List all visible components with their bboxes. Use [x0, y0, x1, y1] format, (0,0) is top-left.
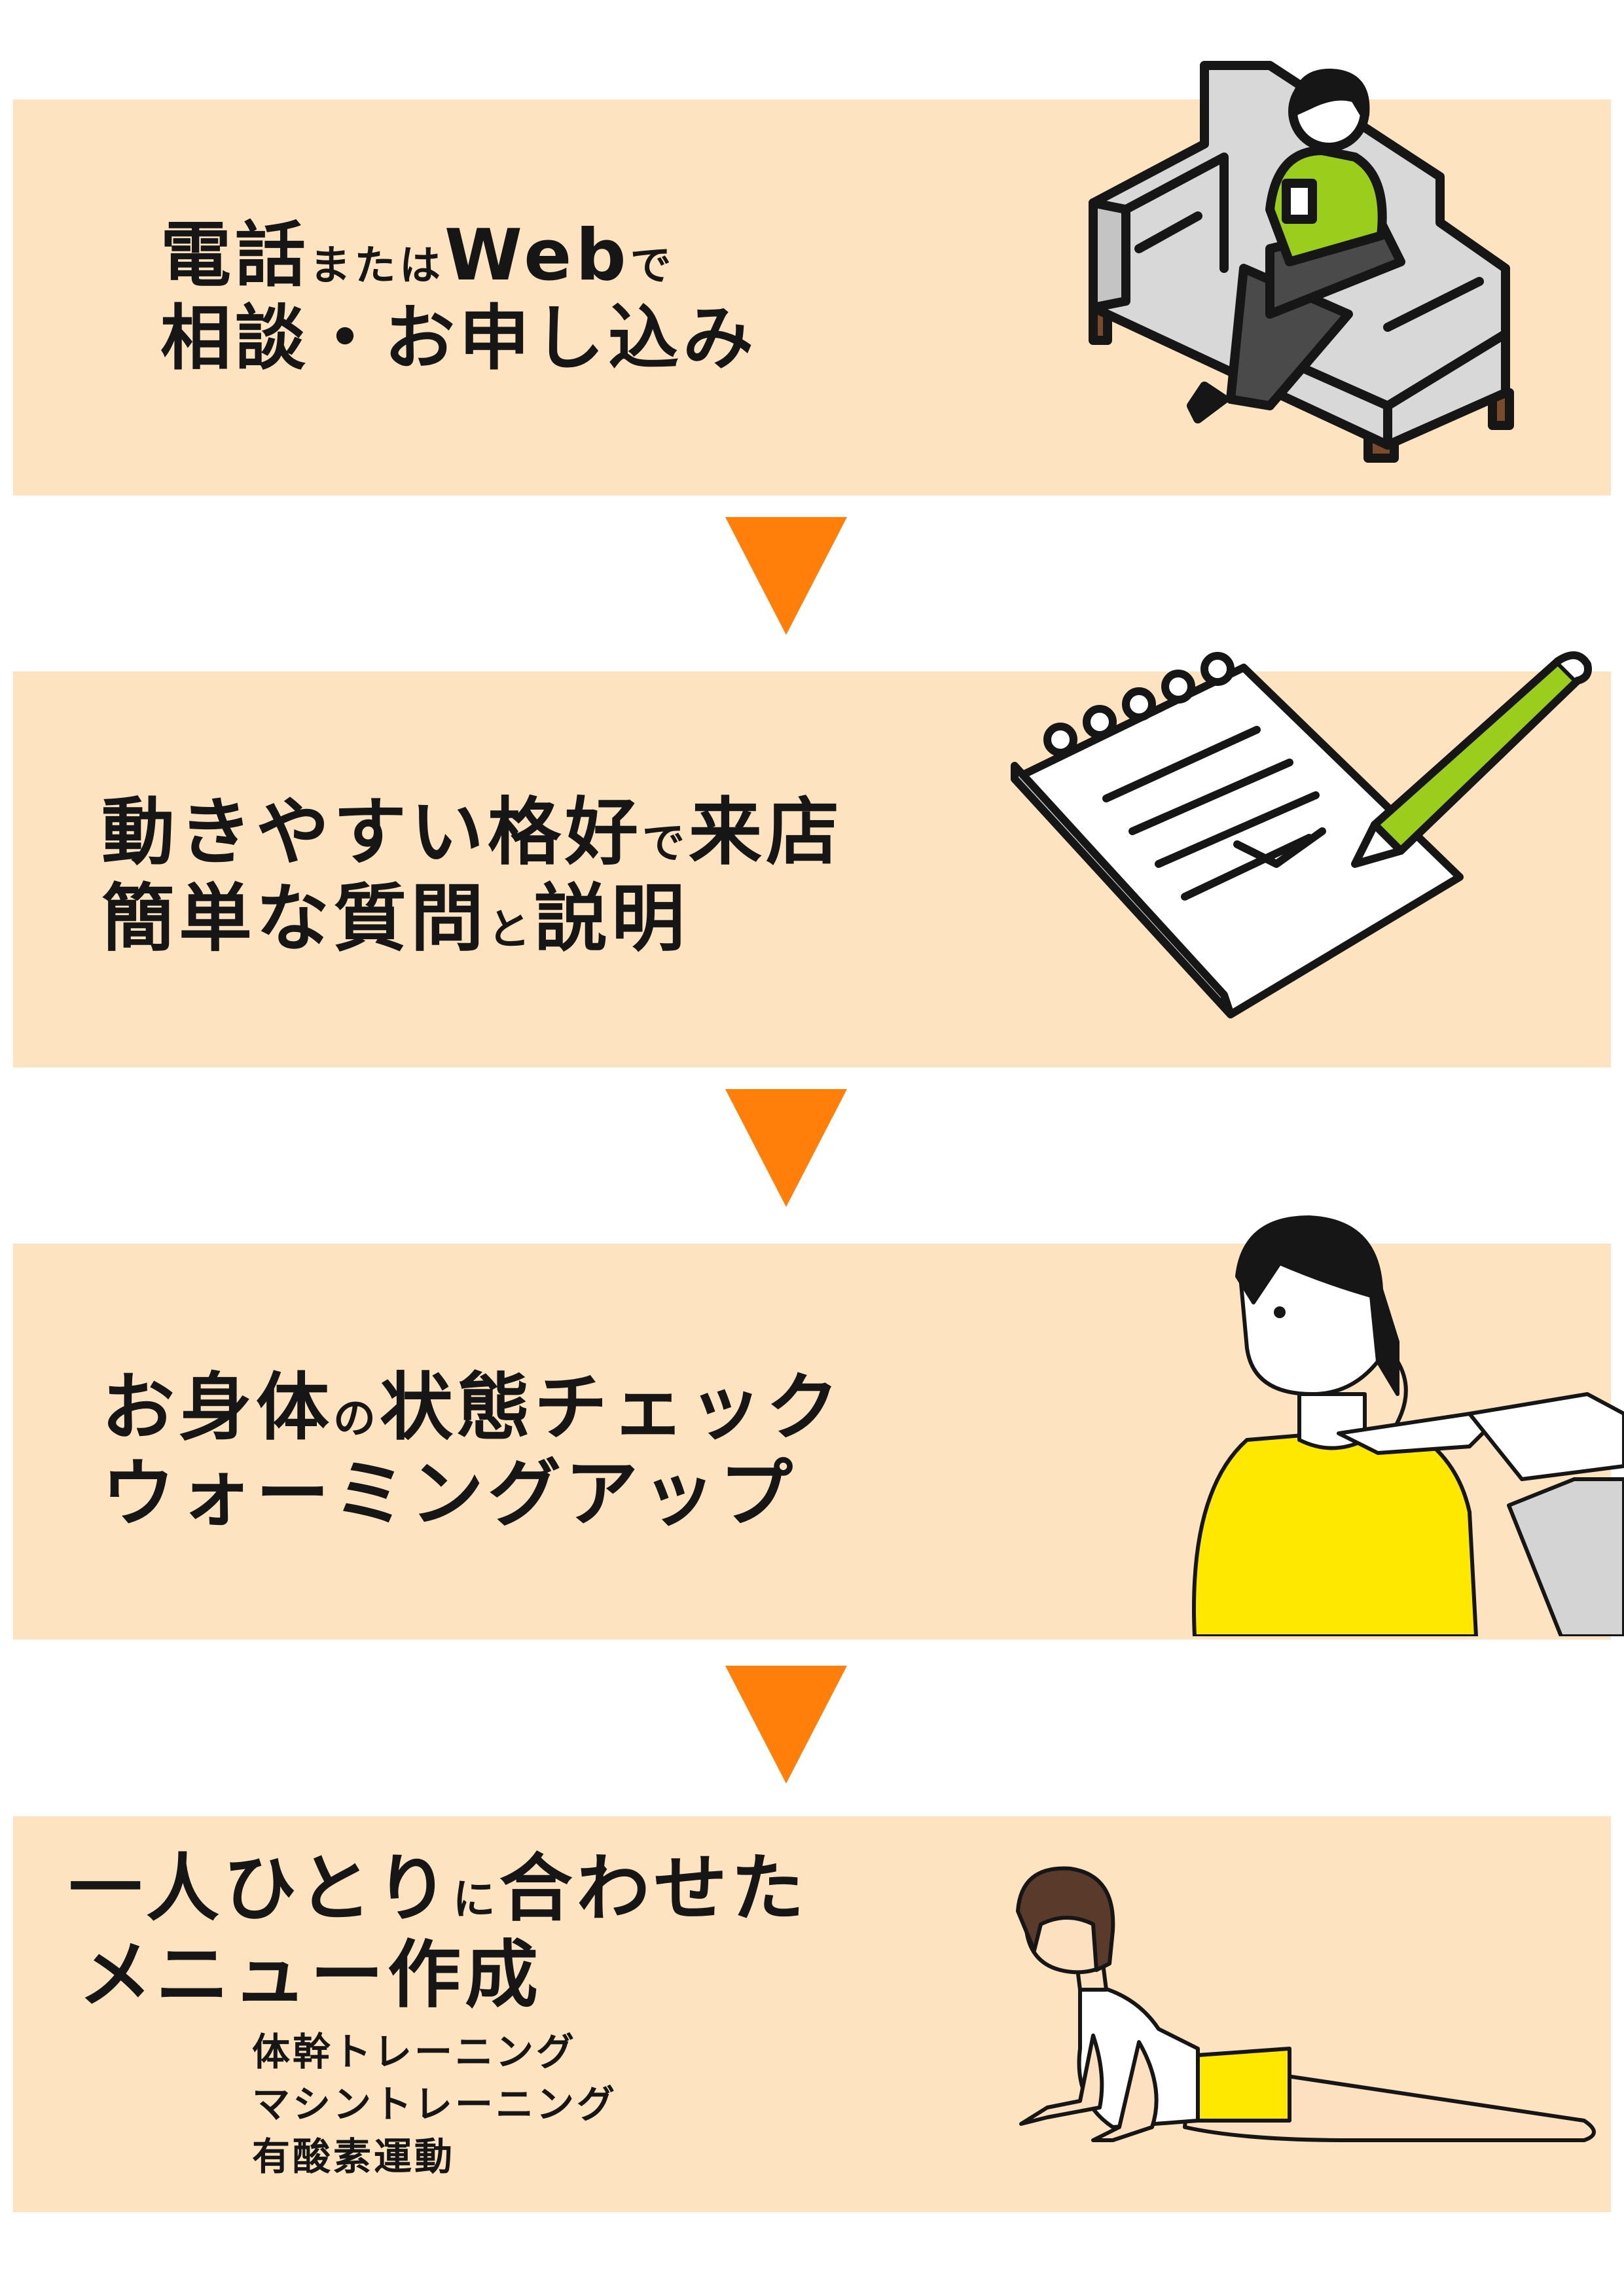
- menu-item-aerobic: 有酸素運動: [252, 2134, 456, 2179]
- notepad-and-pencil-icon: [1011, 651, 1592, 1018]
- stretching-woman-icon: [1016, 1866, 1596, 2142]
- person-on-sofa-with-phone-icon: [1089, 61, 1514, 463]
- menu-list: 体幹トレーニング マシントレーニング 有酸素運動: [252, 2026, 617, 2183]
- menu-item-machine: マシントレーニング: [252, 2082, 618, 2126]
- step-1-line1-main: 電話: [160, 215, 310, 296]
- step-2-line1-small: で: [642, 819, 689, 868]
- step-4-line1-small: に: [452, 1875, 499, 1924]
- step-3-line2: ウォーミングアップ: [101, 1452, 797, 1537]
- step-3-title: お身体の状態チェック ウォーミングアップ: [101, 1365, 843, 1537]
- step-4-line1-main: 一人ひとり: [69, 1846, 453, 1931]
- step-4-title: 一人ひとりに合わせた メニュー作成: [69, 1846, 808, 2018]
- step-2-line1-end: 来店: [688, 790, 843, 875]
- step-1-title: 電話またはWebで 相談・お申し込み: [160, 214, 757, 381]
- step-3-line1-main: お身体: [101, 1365, 333, 1450]
- step-2-line2-small: と: [488, 905, 534, 955]
- step-3-line1-end: 状態チェック: [379, 1365, 843, 1450]
- step-4-line1-end: 合わせた: [499, 1846, 808, 1931]
- step-4-panel: 一人ひとりに合わせた メニュー作成 体幹トレーニング マシントレーニング 有酸素…: [13, 1816, 1611, 2212]
- step-2-title: 動きやすい格好で来店 簡単な質問と説明: [101, 789, 843, 962]
- step-1-line1-small2: で: [630, 242, 676, 289]
- flow-arrow-2: [725, 1089, 847, 1207]
- step-2-line1-main: 動きやすい格好: [101, 790, 642, 875]
- menu-item-core: 体幹トレーニング: [252, 2030, 577, 2074]
- step-3-line1-small: の: [333, 1394, 380, 1443]
- step-2-line2-main: 簡単な質問: [101, 876, 488, 962]
- flow-arrow-1: [725, 517, 847, 635]
- flow-arrow-3: [725, 1666, 847, 1784]
- step-2-panel: 動きやすい格好で来店 簡単な質問と説明: [13, 672, 1611, 1067]
- step-2-line2-end: 説明: [533, 876, 689, 962]
- posture-check-icon: [1192, 1215, 1624, 1636]
- step-1-line1-web: Web: [444, 215, 630, 296]
- step-1-line2: 相談・お申し込み: [160, 298, 758, 380]
- step-1-line1-small: または: [310, 242, 444, 289]
- step-4-line2: メニュー作成: [79, 1933, 542, 2018]
